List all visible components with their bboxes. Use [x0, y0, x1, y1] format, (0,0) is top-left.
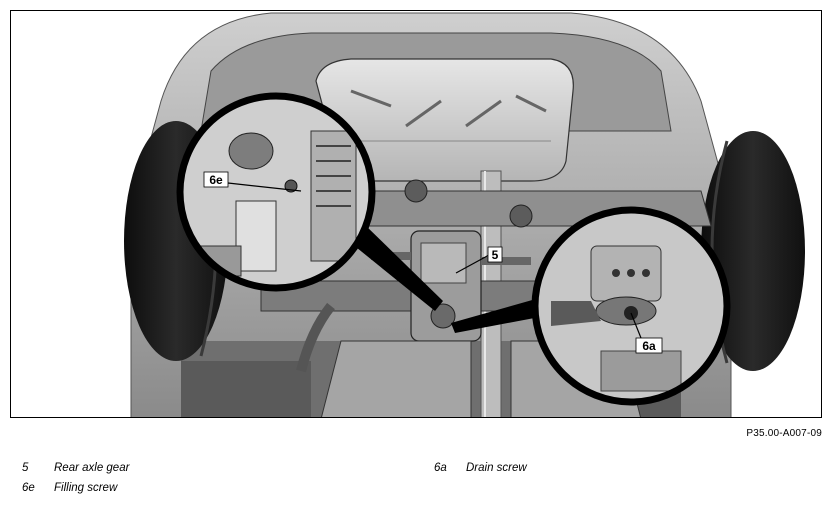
- detail-circle-left: [176, 92, 376, 292]
- callout-5: 5: [487, 246, 503, 263]
- callout-5-label: 5: [492, 248, 499, 262]
- callout-6e-label: 6e: [209, 173, 223, 187]
- legend-text: Drain screw: [466, 462, 527, 474]
- callout-6a-leader: [630, 312, 642, 339]
- callout-6e: 6e: [203, 171, 229, 188]
- legend-code: 5: [22, 462, 29, 474]
- callout-5-leader: [455, 254, 490, 274]
- legend-item: 5 Rear axle gear: [22, 462, 129, 474]
- legend-code: 6e: [22, 482, 35, 494]
- rear-muffler: [315, 58, 574, 182]
- callout-6a: 6a: [635, 337, 663, 354]
- legend-item: 6a Drain screw: [434, 462, 527, 474]
- legend-text: Filling screw: [54, 482, 118, 494]
- detail-left-pointer: [346, 223, 443, 311]
- vehicle-underside-illustration: 6e 5 6a: [10, 10, 822, 418]
- legend-item: 6e Filling screw: [22, 482, 117, 494]
- callout-6e-leader: [227, 182, 302, 192]
- callout-6a-label: 6a: [642, 339, 656, 353]
- figure-reference-code: P35.00-A007-09: [746, 428, 822, 439]
- legend-code: 6a: [434, 462, 447, 474]
- detail-circle-right: [531, 206, 731, 406]
- legend-text: Rear axle gear: [54, 462, 130, 474]
